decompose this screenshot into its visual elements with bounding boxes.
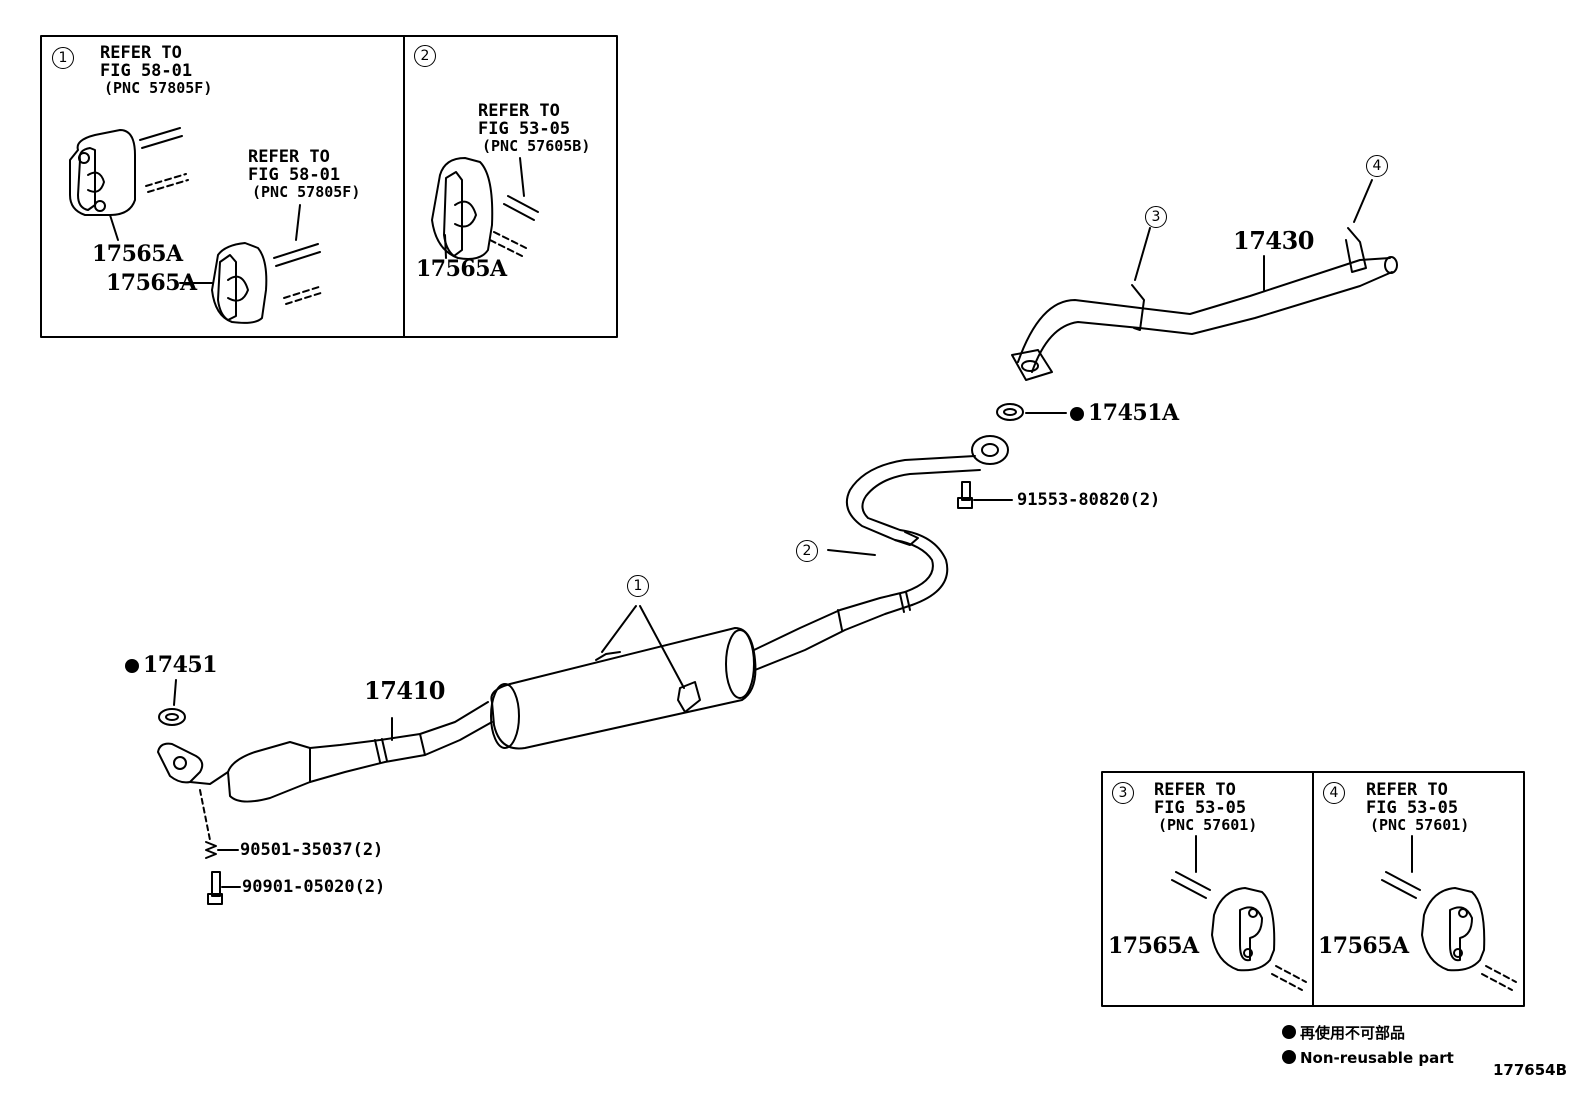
callout-2: 2 <box>414 45 436 67</box>
hanger-icon <box>431 157 494 260</box>
callout-1: 1 <box>52 47 74 69</box>
gasket-17451 <box>158 708 186 726</box>
refer-label: REFER TO <box>1366 780 1448 800</box>
part-label-17451A: 17451A <box>1070 402 1179 424</box>
fig-reference: FIG 58-01 <box>100 61 193 81</box>
spring-icon <box>205 841 217 859</box>
center-muffler-drawing <box>490 591 913 750</box>
part-number-label: 17565A <box>1318 933 1409 959</box>
legend-jp-text: 再使用不可部品 <box>1300 1024 1406 1042</box>
part-number-label: 17565A <box>106 270 197 296</box>
fig-reference: FIG 53-05 <box>1366 798 1459 818</box>
hanger-icon <box>1211 887 1276 972</box>
fig-reference: FIG 58-01 <box>248 165 341 185</box>
part-number-text: 17451 <box>143 652 218 678</box>
intermediate-pipe-drawing <box>827 435 1009 606</box>
pnc-reference: (PNC 57601) <box>1158 816 1258 834</box>
part-number-label: 17565A <box>416 256 507 282</box>
fig-reference: FIG 53-05 <box>478 119 571 139</box>
part-label-17430: 17430 <box>1233 226 1315 255</box>
fig-reference: FIG 53-05 <box>1154 798 1247 818</box>
callout-3: 3 <box>1112 782 1134 804</box>
callout-3-main: 3 <box>1145 206 1167 228</box>
bolt-icon <box>207 871 223 905</box>
bolt-icon <box>957 481 973 509</box>
inset-1-2-frame <box>40 35 618 338</box>
legend-english: Non-reusable part <box>1282 1050 1454 1066</box>
pnc-reference: (PNC 57601) <box>1370 816 1470 834</box>
non-reusable-dot-icon <box>1282 1025 1296 1039</box>
pnc-reference: (PNC 57605B) <box>482 137 591 155</box>
callout-2-main: 2 <box>796 540 818 562</box>
part-number-text: 17451A <box>1088 400 1179 426</box>
pnc-reference: (PNC 57805F) <box>252 183 361 201</box>
legend-en-text: Non-reusable part <box>1300 1049 1454 1067</box>
non-reusable-dot-icon <box>125 659 139 673</box>
part-label-17451: 17451 <box>125 652 218 678</box>
figure-code: 177654B <box>1493 1061 1568 1079</box>
part-label-90501: 90501-35037(2) <box>240 840 384 860</box>
non-reusable-dot-icon <box>1282 1050 1296 1064</box>
part-number-label: 17565A <box>92 241 183 267</box>
tail-pipe-drawing <box>1011 179 1398 381</box>
pipe-flange <box>971 435 1009 465</box>
refer-label: REFER TO <box>248 147 330 167</box>
callout-4: 4 <box>1323 782 1345 804</box>
part-label-90901: 90901-05020(2) <box>242 877 386 897</box>
pnc-reference: (PNC 57805F) <box>104 79 213 97</box>
refer-label: REFER TO <box>100 43 182 63</box>
part-label-17410: 17410 <box>364 676 446 705</box>
non-reusable-dot-icon <box>1070 407 1084 421</box>
hanger-icon <box>211 242 268 324</box>
gasket-17451A <box>996 403 1024 421</box>
callout-4-main: 4 <box>1366 155 1388 177</box>
front-pipe-drawing <box>157 701 493 803</box>
refer-label: REFER TO <box>478 101 560 121</box>
callout-1-main: 1 <box>627 575 649 597</box>
hanger-icon <box>1421 887 1486 972</box>
legend-japanese: 再使用不可部品 <box>1282 1025 1405 1041</box>
part-label-91553: 91553-80820(2) <box>1017 490 1161 510</box>
hanger-icon <box>69 129 136 216</box>
refer-label: REFER TO <box>1154 780 1236 800</box>
part-number-label: 17565A <box>1108 933 1199 959</box>
